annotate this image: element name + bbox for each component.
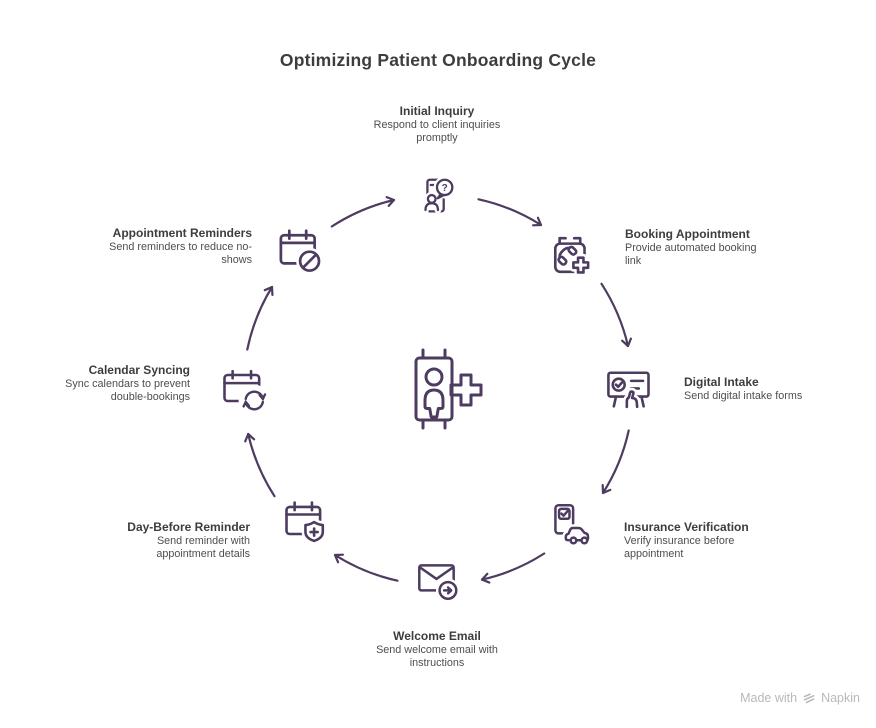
- node-label: Appointment Reminders: [112, 226, 252, 240]
- arrow-insurance-to-welcome: [480, 552, 546, 584]
- node-label: Digital Intake: [684, 375, 759, 389]
- calendar-no-show-icon: [279, 229, 323, 275]
- page-title: Optimizing Patient Onboarding Cycle: [279, 50, 597, 70]
- arrow-apptrem-to-initial: [330, 195, 396, 228]
- node-label: Calendar Syncing: [88, 363, 190, 377]
- brand-text: Napkin: [821, 691, 860, 705]
- arrow-initial-to-booking: [477, 198, 543, 227]
- made-with-napkin: Made with Napkin: [740, 691, 860, 705]
- form-check-hand-icon: [607, 371, 650, 411]
- node-calendar-syncing: Calendar Syncing Sync calendars to preve…: [40, 364, 190, 403]
- calendar-phone-plus-icon: [553, 236, 592, 277]
- arrow-digital-to-insurance: [601, 429, 630, 495]
- node-description: Sync calendars to prevent double-booking…: [65, 378, 190, 403]
- node-label: Insurance Verification: [624, 520, 749, 534]
- node-description: Send welcome email with instructions: [376, 644, 498, 669]
- arrow-calsync-to-apptrem: [246, 285, 274, 351]
- arrow-booking-to-digital: [600, 282, 633, 348]
- calendar-sync-icon: [223, 369, 270, 414]
- document-check-car-icon: [554, 504, 592, 545]
- node-initial-inquiry: Initial Inquiry Respond to client inquir…: [357, 105, 517, 144]
- envelope-send-icon: [418, 564, 460, 603]
- node-digital-intake: Digital Intake Send digital intake forms: [684, 376, 834, 403]
- patient-sign-medical-cross-icon: [414, 348, 483, 430]
- node-welcome-email: Welcome Email Send welcome email with in…: [357, 630, 517, 669]
- node-insurance-verification: Insurance Verification Verify insurance …: [624, 521, 769, 560]
- napkin-logo-icon: [803, 693, 815, 704]
- node-description: Provide automated booking link: [625, 242, 757, 267]
- node-day-before-reminder: Day-Before Reminder Send reminder with a…: [110, 521, 250, 560]
- arrow-welcome-to-daybefore: [333, 553, 399, 582]
- node-description: Send reminders to reduce no-shows: [109, 241, 252, 266]
- node-appointment-reminders: Appointment Reminders Send reminders to …: [92, 227, 252, 266]
- arrow-daybefore-to-calsync: [244, 432, 276, 498]
- phone-person-question-icon: ?: [422, 176, 456, 214]
- node-description: Respond to client inquiries promptly: [373, 119, 501, 144]
- made-with-text: Made with: [740, 691, 798, 705]
- calendar-shield-plus-icon: [285, 501, 327, 545]
- node-label: Day-Before Reminder: [127, 520, 250, 534]
- svg-text:?: ?: [442, 183, 448, 194]
- node-label: Welcome Email: [393, 629, 481, 643]
- node-description: Send reminder with appointment details: [156, 535, 250, 560]
- node-description: Send digital intake forms: [684, 390, 803, 402]
- node-label: Initial Inquiry: [399, 104, 475, 118]
- node-booking-appointment: Booking Appointment Provide automated bo…: [625, 228, 761, 267]
- node-label: Booking Appointment: [625, 227, 750, 241]
- node-description: Verify insurance before appointment: [624, 535, 735, 560]
